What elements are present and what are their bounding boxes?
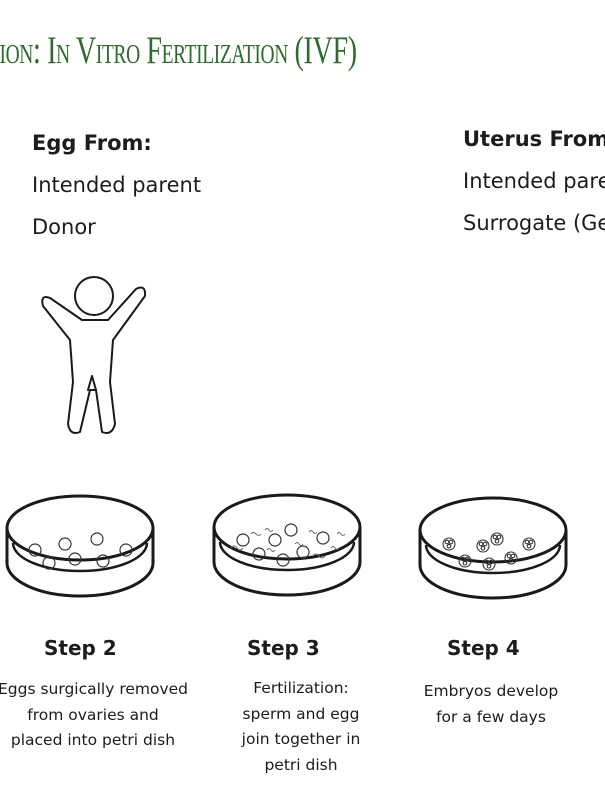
step-3-description: Fertilization: sperm and egg join togeth… <box>212 676 390 778</box>
step-4-label: Step 4 <box>447 636 520 660</box>
step-3-description-line: petri dish <box>264 755 338 774</box>
step-4-description-line: Embryos develop <box>423 682 559 700</box>
step-3-description-line: join together in <box>241 730 361 748</box>
egg-option-intended-parent: Intended parent <box>32 173 202 197</box>
step-4-description-line: for a few days <box>436 707 546 726</box>
person-arms-raised-icon <box>41 276 147 434</box>
step-3-description-line: sperm and egg <box>242 704 360 723</box>
uterus-option-intended-parent: Intended pare <box>463 169 605 193</box>
egg-option-donor: Donor <box>32 215 96 239</box>
petri-dish-eggs-icon <box>5 494 155 598</box>
uterus-option-surrogate: Surrogate (Ge <box>463 211 605 235</box>
step-2-description-line: placed into petri dish <box>10 731 176 749</box>
step-2-description: Eggs surgically removed from ovaries and… <box>0 677 198 754</box>
step-3-description-line: Fertilization: <box>253 679 349 697</box>
step-2-label: Step 2 <box>44 636 117 660</box>
petri-dish-embryos-icon <box>418 496 568 600</box>
uterus-from-heading: Uterus From: <box>463 127 605 151</box>
step-4-description: Embryos develop for a few days <box>405 679 577 730</box>
egg-from-heading: Egg From: <box>32 131 152 155</box>
step-2-description-line: from ovaries and <box>27 705 159 724</box>
step-3-label: Step 3 <box>247 636 320 660</box>
step-2-description-line: Eggs surgically removed <box>0 680 189 698</box>
page-title: tion: In Vitro Fertilization (IVF) <box>0 29 357 72</box>
petri-dish-fertilization-icon <box>212 493 362 597</box>
